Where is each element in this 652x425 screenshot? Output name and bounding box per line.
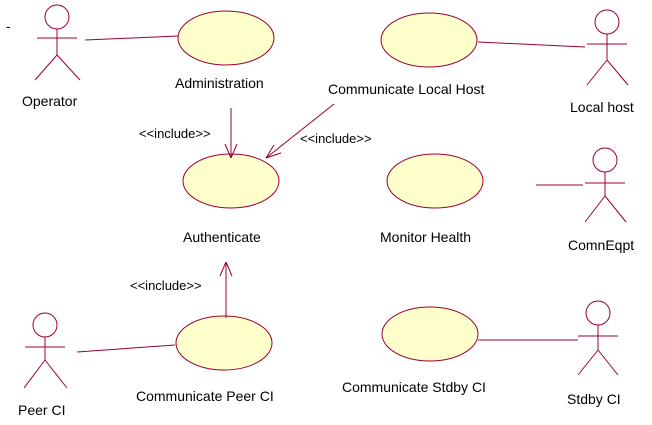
actor-operator-label: Operator	[22, 93, 78, 109]
include-administration-authenticate: <<include>>	[139, 108, 238, 159]
actor-operator[interactable]: Operator	[22, 4, 81, 109]
include-peer-authenticate: <<include>>	[130, 261, 233, 318]
include-local-host-authenticate[interactable]: <<include>>	[265, 103, 372, 159]
actor-local-host[interactable]: Local host	[570, 9, 634, 115]
actor-local-host-label: Local host	[570, 99, 634, 115]
use-case-monitor-health[interactable]: Monitor Health	[380, 153, 484, 245]
actor-comn-eqpt[interactable]: ComnEqpt	[568, 147, 634, 253]
actor-stdby-ci-label: Stdby CI	[567, 391, 621, 407]
use-case-communicate-local-host-label: Communicate Local Host	[328, 81, 485, 97]
use-case-monitor-health-label: Monitor Health	[380, 229, 471, 245]
use-case-communicate-stdby-ci[interactable]: Communicate Stdby CI	[342, 306, 486, 395]
actor-peer-ci[interactable]: Peer CI	[18, 312, 68, 418]
use-case-communicate-peer-ci-label: Communicate Peer CI	[136, 388, 274, 404]
association-operator-administration	[84, 35, 179, 41]
use-case-communicate-peer-ci[interactable]: Communicate Peer CI	[136, 315, 274, 404]
include-label-administration: <<include>>	[139, 126, 211, 141]
actor-comn-eqpt-label: ComnEqpt	[568, 237, 634, 253]
association-peerci-communicate-peer	[76, 344, 176, 353]
include-label-local-host: <<include>>	[300, 131, 372, 146]
actor-peer-ci-label: Peer CI	[18, 402, 65, 418]
stray-dash-mark: -	[6, 18, 11, 34]
include-label-peer: <<include>>	[130, 278, 202, 293]
actor-stdby-ci[interactable]: Stdby CI	[567, 300, 621, 407]
use-case-administration[interactable]: Administration	[175, 10, 275, 91]
use-case-communicate-local-host[interactable]: Communicate Local Host	[328, 12, 485, 97]
association-localhost-communicate-local-host	[477, 41, 586, 48]
use-case-administration-label: Administration	[175, 75, 264, 91]
use-case-communicate-stdby-ci-label: Communicate Stdby CI	[342, 379, 486, 395]
use-case-authenticate[interactable]: Authenticate	[182, 153, 280, 245]
use-case-authenticate-label: Authenticate	[183, 229, 261, 245]
